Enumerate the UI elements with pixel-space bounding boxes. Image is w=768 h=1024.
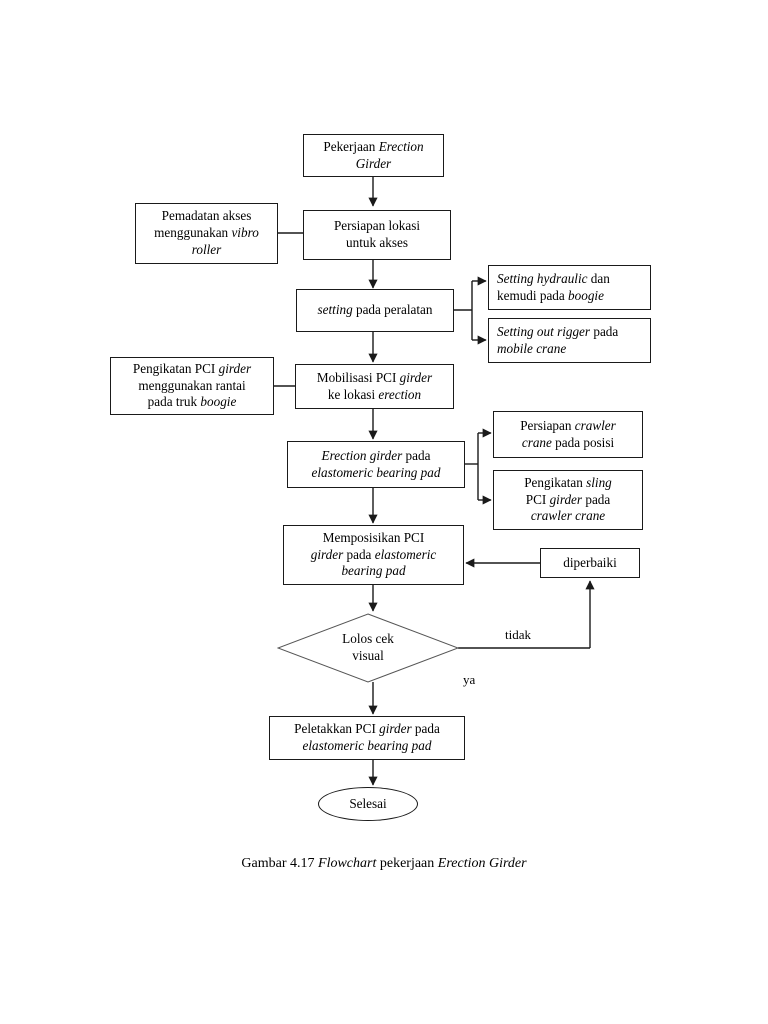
node-setting-outrigger: Setting out rigger pada mobile crane (488, 318, 651, 363)
edge-label-ya: ya (463, 672, 476, 687)
node-diperbaiki: diperbaiki (540, 548, 640, 578)
node-setting-outrigger-text: Setting out rigger pada mobile crane (497, 323, 619, 356)
figure-caption-prefix: Gambar 4.17 (241, 856, 319, 871)
decision-diamond-shape (277, 613, 459, 683)
edge-label-tidak: tidak (505, 627, 531, 642)
figure-caption-em2: Erection Girder (437, 856, 527, 871)
node-selesai-text: Selesai (349, 796, 387, 811)
node-setting-hydraulic: Setting hydraulic dan kemudi pada boogie (488, 265, 651, 310)
figure-caption-em1: Flowchart (318, 856, 377, 871)
node-setting-hydraulic-text: Setting hydraulic dan kemudi pada boogie (497, 270, 610, 303)
node-diperbaiki-text: diperbaiki (563, 554, 617, 570)
figure-caption-mid: pekerjaan (376, 856, 438, 871)
node-setting-peralatan: setting pada peralatan (296, 289, 454, 332)
node-selesai: Selesai (318, 787, 418, 821)
figure-caption: Gambar 4.17 Flowchart pekerjaan Erection… (0, 856, 768, 872)
node-setting-peralatan-text: setting pada peralatan (317, 302, 433, 318)
